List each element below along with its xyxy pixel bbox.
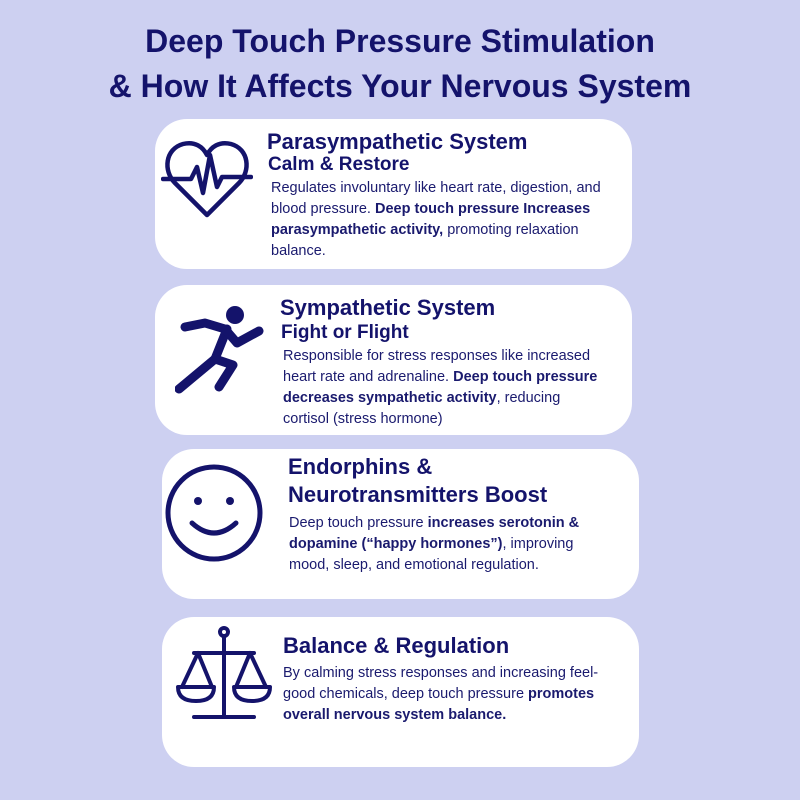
body-text: By calming stress responses and increasi… [283, 665, 599, 702]
heart-pulse-icon [161, 141, 253, 218]
card-body: Regulates involuntary like heart rate, d… [271, 178, 616, 262]
card-body: Responsible for stress responses like in… [283, 346, 598, 430]
body-text: Responsible for stress responses like in… [283, 348, 591, 385]
title-line-1: Deep Touch Pressure Stimulation [145, 23, 655, 59]
body-emphasis: increases serotonin & dopamine (“happy h… [289, 515, 580, 552]
body-text: , reducing cortisol (stress hormone) [283, 390, 561, 427]
body-text: Deep touch pressure [289, 515, 428, 531]
card-parasympathetic: Parasympathetic System Calm & Restore Re… [155, 119, 632, 269]
running-person-icon [175, 306, 264, 394]
card-heading: Endorphins & [288, 454, 433, 479]
body-text: promoting relaxation balance. [271, 222, 579, 259]
card-subheading: Calm & Restore [268, 154, 410, 175]
card-subheading: Neurotransmitters Boost [288, 482, 548, 507]
body-text: Regulates involuntary like heart rate, d… [271, 180, 601, 217]
card-subheading: Fight or Flight [281, 322, 409, 343]
card-body: By calming stress responses and increasi… [283, 663, 603, 726]
smiley-face-icon [165, 464, 263, 562]
body-emphasis: Deep touch pressure decreases sympatheti… [283, 369, 598, 406]
card-heading: Balance & Regulation [283, 633, 510, 658]
card-heading: Parasympathetic System [267, 129, 528, 154]
card-body: Deep touch pressure increases serotonin … [289, 513, 609, 576]
body-emphasis: Deep touch pressure Increases parasympat… [271, 201, 591, 238]
title-line-2: & How It Affects Your Nervous System [108, 68, 692, 104]
body-text: , improving mood, sleep, and emotional r… [289, 536, 574, 573]
card-sympathetic: Sympathetic System Fight or Flight Respo… [155, 285, 632, 435]
card-heading: Sympathetic System [280, 295, 496, 320]
body-emphasis: promotes overall nervous system balance. [283, 686, 595, 723]
card-balance: Balance & Regulation By calming stress r… [162, 617, 639, 767]
balance-scale-icon [176, 626, 272, 719]
card-endorphins: Endorphins & Neurotransmitters Boost Dee… [162, 449, 639, 599]
